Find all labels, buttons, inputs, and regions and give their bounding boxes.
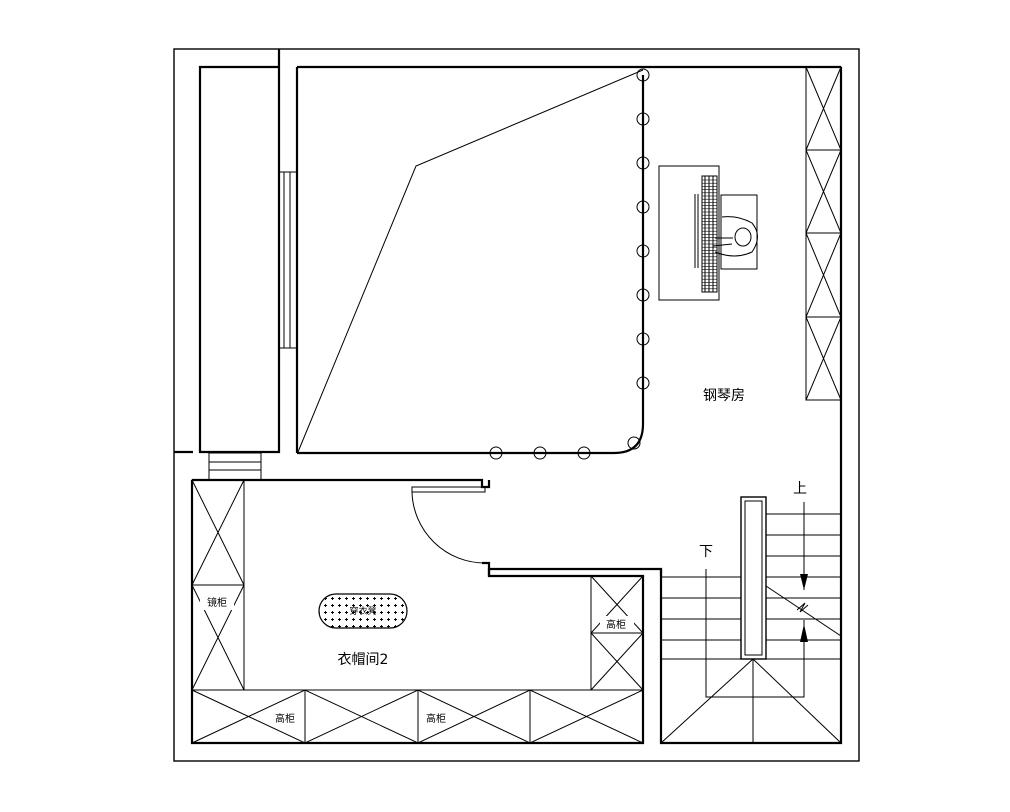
ceiling-lights: [489, 68, 650, 460]
tall-cabinet-right-label: 高柜: [606, 618, 626, 631]
piano-icon: [658, 165, 758, 301]
skylight-outline: [297, 69, 644, 453]
left-wall-block: [174, 49, 299, 481]
cloakroom-label: 衣帽间2: [338, 652, 389, 668]
staircase: 上 下: [487, 481, 843, 745]
stair-steps: [660, 513, 842, 744]
pianist-icon: [714, 216, 758, 257]
piano-bench: [720, 194, 758, 270]
door-swing: [411, 491, 486, 564]
stair-walk-line: [705, 569, 805, 698]
window: [278, 171, 298, 349]
stair-down-label: 下: [699, 544, 713, 560]
stair-up-label: 上: [793, 481, 807, 497]
mirror-cabinet: 镜柜: [191, 479, 245, 691]
upper-room: [297, 65, 841, 460]
ottoman: 穿衣凳: [318, 593, 408, 629]
up-arrow: [800, 624, 808, 642]
tall-cabinet-bottom-right-label: 高柜: [426, 712, 446, 725]
stair-central-wall: [740, 496, 767, 660]
tall-cabinet-right: 高柜: [590, 575, 644, 691]
door-leaf: [411, 486, 486, 493]
tall-cabinet-bottom-left-label: 高柜: [275, 712, 295, 725]
ottoman-label: 穿衣凳: [349, 605, 376, 617]
tall-cabinet-bottom: 高柜 高柜: [191, 689, 644, 744]
down-arrow: [800, 574, 808, 590]
outer-boundary: [173, 48, 860, 762]
mirror-cabinet-label: 镜柜: [207, 596, 227, 609]
window: [208, 452, 262, 481]
piano-room-cabinet: [805, 66, 843, 514]
stair-break-line: [765, 585, 842, 637]
piano-room-label: 钢琴房: [703, 388, 745, 404]
